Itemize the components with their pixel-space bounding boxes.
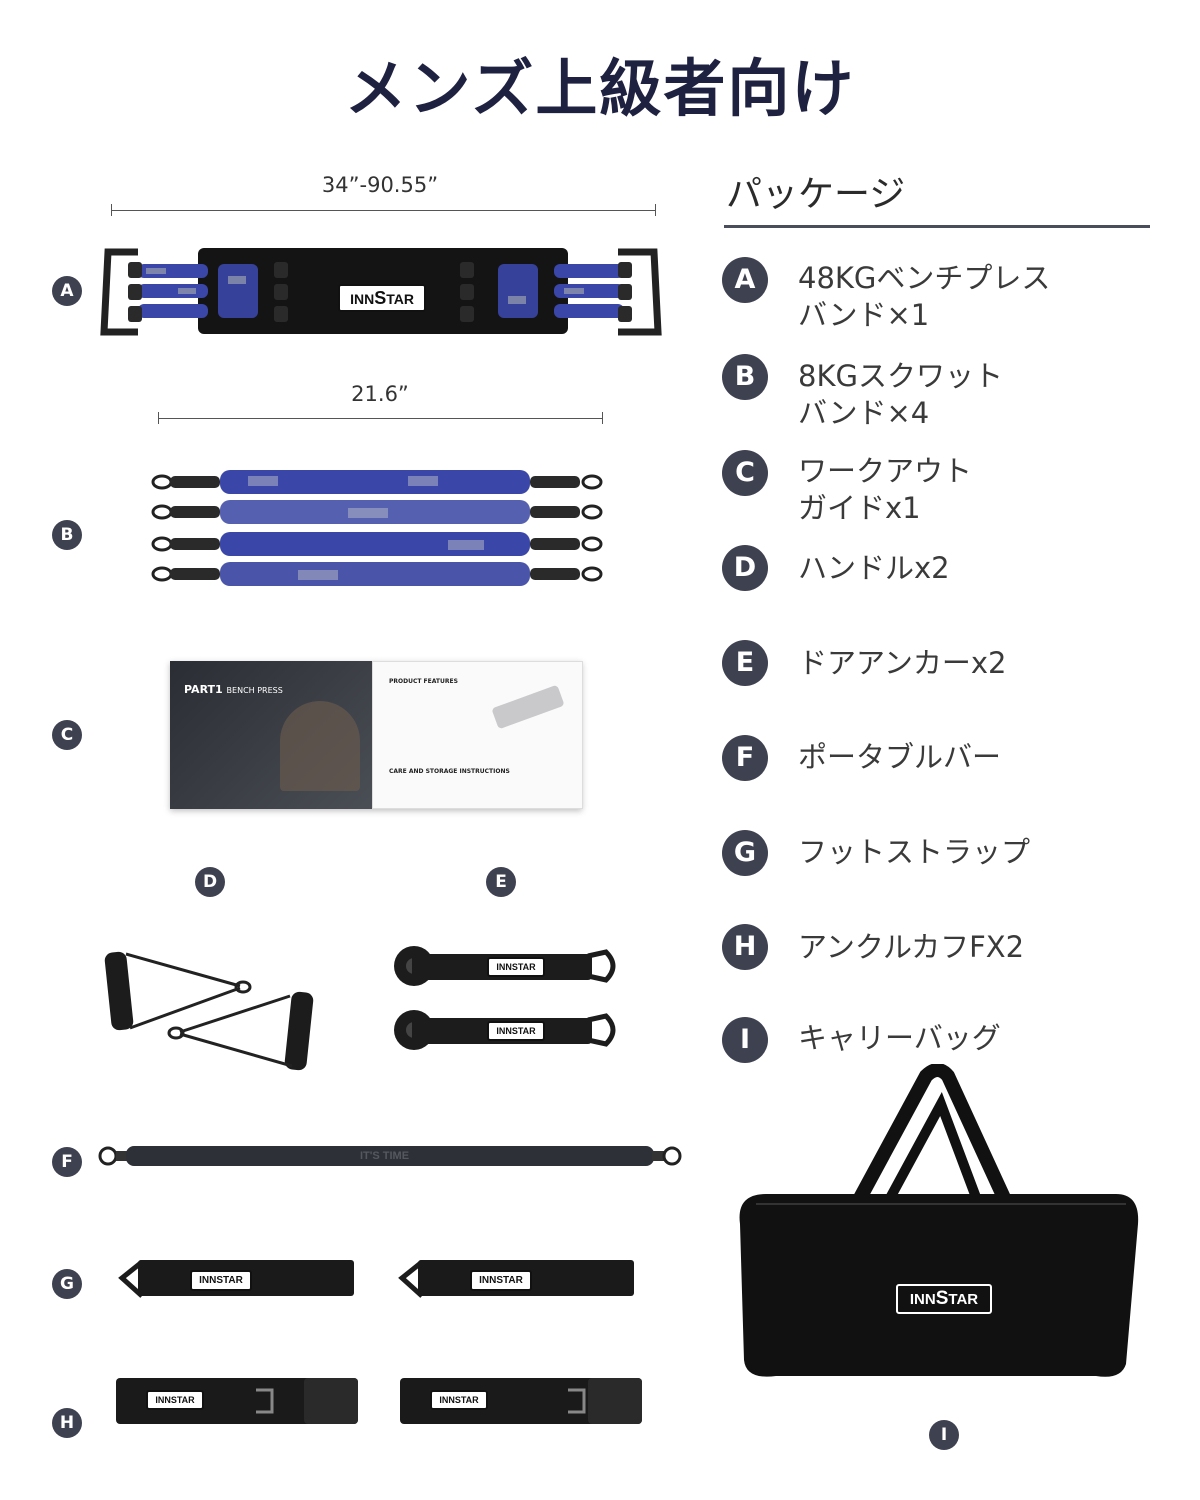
dimension-line-a [111, 210, 655, 211]
brand-logo: INNSTAR [146, 1390, 204, 1410]
package-badge-a: A [722, 257, 768, 303]
brand-logo: INNSTAR [896, 1284, 992, 1314]
package-badge-d: D [722, 545, 768, 591]
package-badge-g: G [722, 830, 768, 876]
page-title: メンズ上級者向け [344, 52, 856, 125]
brand-logo: INNSTAR [470, 1270, 532, 1291]
package-heading: パッケージ [726, 174, 906, 215]
guide-care-heading: CARE AND STORAGE INSTRUCTIONS [389, 768, 510, 775]
door-anchors-image [394, 946, 616, 1050]
package-item-c: ワークアウトガイドx1 [798, 454, 973, 525]
package-item-h: アンクルカフFX2 [798, 930, 1025, 964]
dimension-tick [655, 204, 656, 216]
guide-athlete-photo [280, 701, 360, 791]
guide-part-title: PART1 [184, 683, 223, 696]
guide-left-page: PART1 BENCH PRESS [170, 661, 372, 809]
dimension-label-b: 21.6” [351, 382, 409, 406]
guide-features-heading: PRODUCT FEATURES [389, 678, 458, 685]
label-badge-h: H [52, 1408, 82, 1438]
label-badge-d: D [195, 867, 225, 897]
label-badge-f: F [52, 1147, 82, 1177]
label-badge-i: I [929, 1420, 959, 1450]
package-item-f: ポータブルバー [798, 740, 1002, 774]
package-badge-h: H [722, 924, 768, 970]
label-badge-e: E [486, 867, 516, 897]
brand-logo: INNSTAR [487, 957, 545, 977]
handles-image [104, 951, 314, 1071]
ankle-cuff-image [116, 1378, 358, 1424]
bar-engraving: IT'S TIME [360, 1150, 410, 1162]
label-badge-a: A [52, 276, 82, 306]
guide-product-sketch [491, 684, 565, 730]
dimension-line-b [158, 418, 602, 419]
package-badge-i: I [722, 1017, 768, 1063]
package-badge-b: B [722, 354, 768, 400]
dimension-tick [111, 204, 112, 216]
ankle-cuff-image [400, 1378, 642, 1424]
label-badge-c: C [52, 720, 82, 750]
label-badge-g: G [52, 1269, 82, 1299]
dimension-label-a: 34”-90.55” [321, 173, 439, 197]
brand-logo: INNSTAR [190, 1270, 252, 1291]
brand-logo: INNSTAR [338, 284, 426, 312]
portable-bar-image [98, 1146, 682, 1166]
package-item-a: 48KGベンチプレスバンド×1 [798, 261, 1051, 332]
package-item-i: キャリーバッグ [798, 1021, 1001, 1055]
guide-part-subtitle: BENCH PRESS [226, 686, 283, 695]
package-badge-f: F [722, 735, 768, 781]
package-badge-e: E [722, 640, 768, 686]
package-item-d: ハンドルx2 [798, 551, 950, 585]
package-item-b: 8KGスクワットバンド×4 [798, 359, 1003, 430]
guide-right-page: PRODUCT FEATURES CARE AND STORAGE INSTRU… [372, 661, 583, 809]
dimension-tick [602, 412, 603, 424]
package-divider [724, 225, 1150, 228]
carry-bag-image [739, 1064, 1139, 1377]
squat-bands-image [151, 470, 603, 586]
package-item-e: ドアアンカーx2 [798, 646, 1007, 680]
package-item-g: フットストラップ [798, 835, 1031, 869]
brand-logo: INNSTAR [487, 1021, 545, 1041]
workout-guide-image: PART1 BENCH PRESS PRODUCT FEATURES CARE … [170, 661, 583, 809]
brand-logo: INNSTAR [430, 1390, 488, 1410]
package-badge-c: C [722, 450, 768, 496]
label-badge-b: B [52, 520, 82, 550]
dimension-tick [158, 412, 159, 424]
